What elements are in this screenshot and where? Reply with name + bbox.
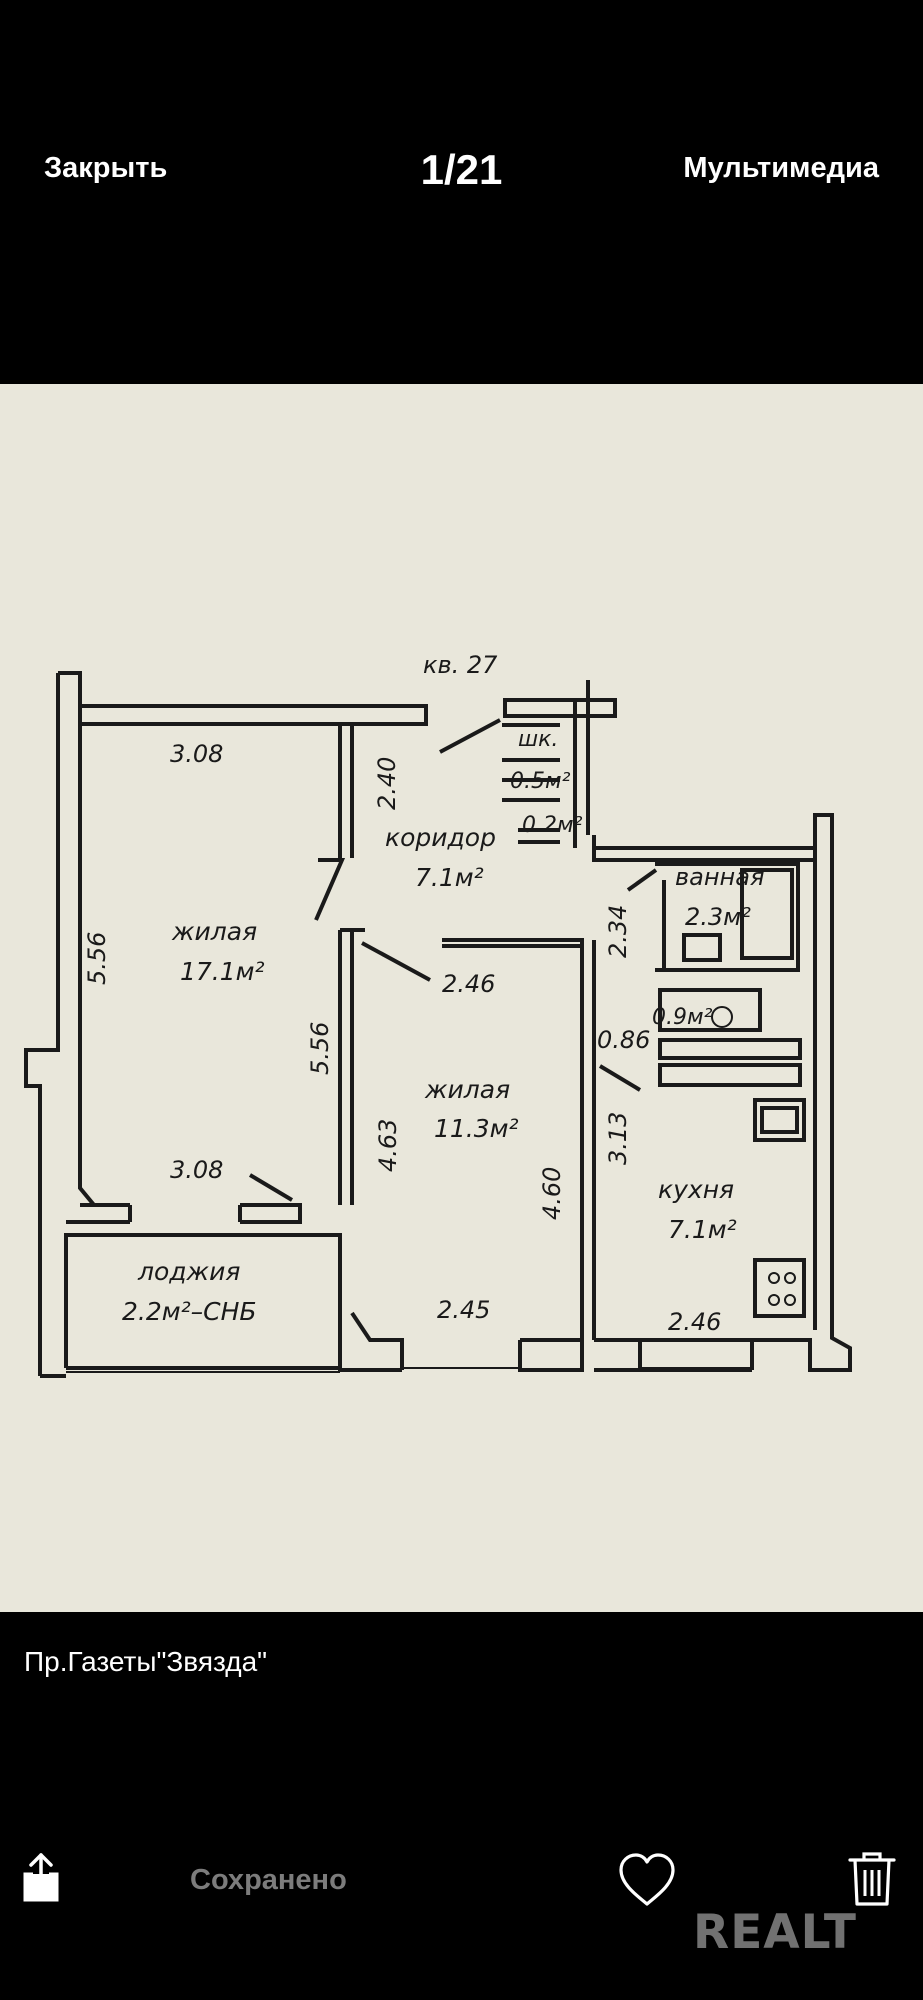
small-closet-area: 0.2м² [522, 813, 583, 838]
dim-3-13: 3.13 [604, 1112, 632, 1165]
room-bathroom-name: ванная [675, 863, 764, 891]
dim-2-46-kitchen: 2.46 [668, 1308, 721, 1336]
room-corridor-name: коридор [385, 823, 496, 852]
dim-2-46-mid: 2.46 [442, 970, 495, 998]
dim-2-40: 2.40 [373, 757, 401, 810]
dim-3-08-top: 3.08 [170, 740, 223, 768]
dim-2-45: 2.45 [437, 1296, 490, 1324]
multimedia-button[interactable]: Мультимедиа [683, 152, 879, 184]
trash-icon [848, 1852, 896, 1906]
room-living-small-area: 11.3м² [434, 1114, 519, 1143]
room-living-large-area: 17.1м² [180, 957, 265, 986]
favorite-button[interactable] [617, 1852, 677, 1908]
closet-area: 0.5м² [510, 769, 571, 794]
floor-plan-image[interactable]: кв. 27 3.08 2.40 5.56 5.56 3.08 2.46 4.6… [0, 384, 923, 1612]
dim-0-86: 0.86 [597, 1026, 650, 1054]
listing-caption: Пр.Газеты"Звязда" [24, 1646, 268, 1677]
top-bar: Закрыть 1/21 Мультимедиа [0, 0, 923, 384]
dim-5-56-left: 5.56 [83, 932, 111, 985]
apartment-label: кв. 27 [423, 651, 498, 679]
room-bathroom-area: 2.3м² [685, 903, 751, 931]
share-button[interactable] [20, 1852, 62, 1904]
dim-4-63: 4.63 [374, 1119, 402, 1172]
room-kitchen-area: 7.1м² [668, 1215, 737, 1244]
dim-3-08-bottom: 3.08 [170, 1156, 223, 1184]
toilet-area: 0.9м² [652, 1005, 713, 1030]
heart-icon [619, 1853, 675, 1906]
dim-5-56-mid: 5.56 [306, 1022, 334, 1075]
realt-watermark: REALT [693, 1905, 857, 1960]
dim-4-60: 4.60 [538, 1167, 566, 1220]
dim-2-34: 2.34 [604, 905, 632, 958]
room-living-small-name: жилая [424, 1075, 510, 1104]
room-kitchen-name: кухня [658, 1175, 734, 1204]
room-living-large-name: жилая [171, 917, 257, 946]
saved-button[interactable]: Сохранено [190, 1864, 347, 1896]
closet-name: шк. [518, 727, 558, 752]
floor-plan-drawing: кв. 27 3.08 2.40 5.56 5.56 3.08 2.46 4.6… [24, 651, 852, 1378]
room-loggia-name: лоджия [137, 1257, 240, 1286]
close-button[interactable]: Закрыть [44, 152, 168, 184]
share-icon [23, 1853, 59, 1902]
delete-button[interactable] [847, 1850, 897, 1908]
room-corridor-area: 7.1м² [415, 863, 484, 892]
room-loggia-area: 2.2м²–СНБ [122, 1297, 257, 1326]
